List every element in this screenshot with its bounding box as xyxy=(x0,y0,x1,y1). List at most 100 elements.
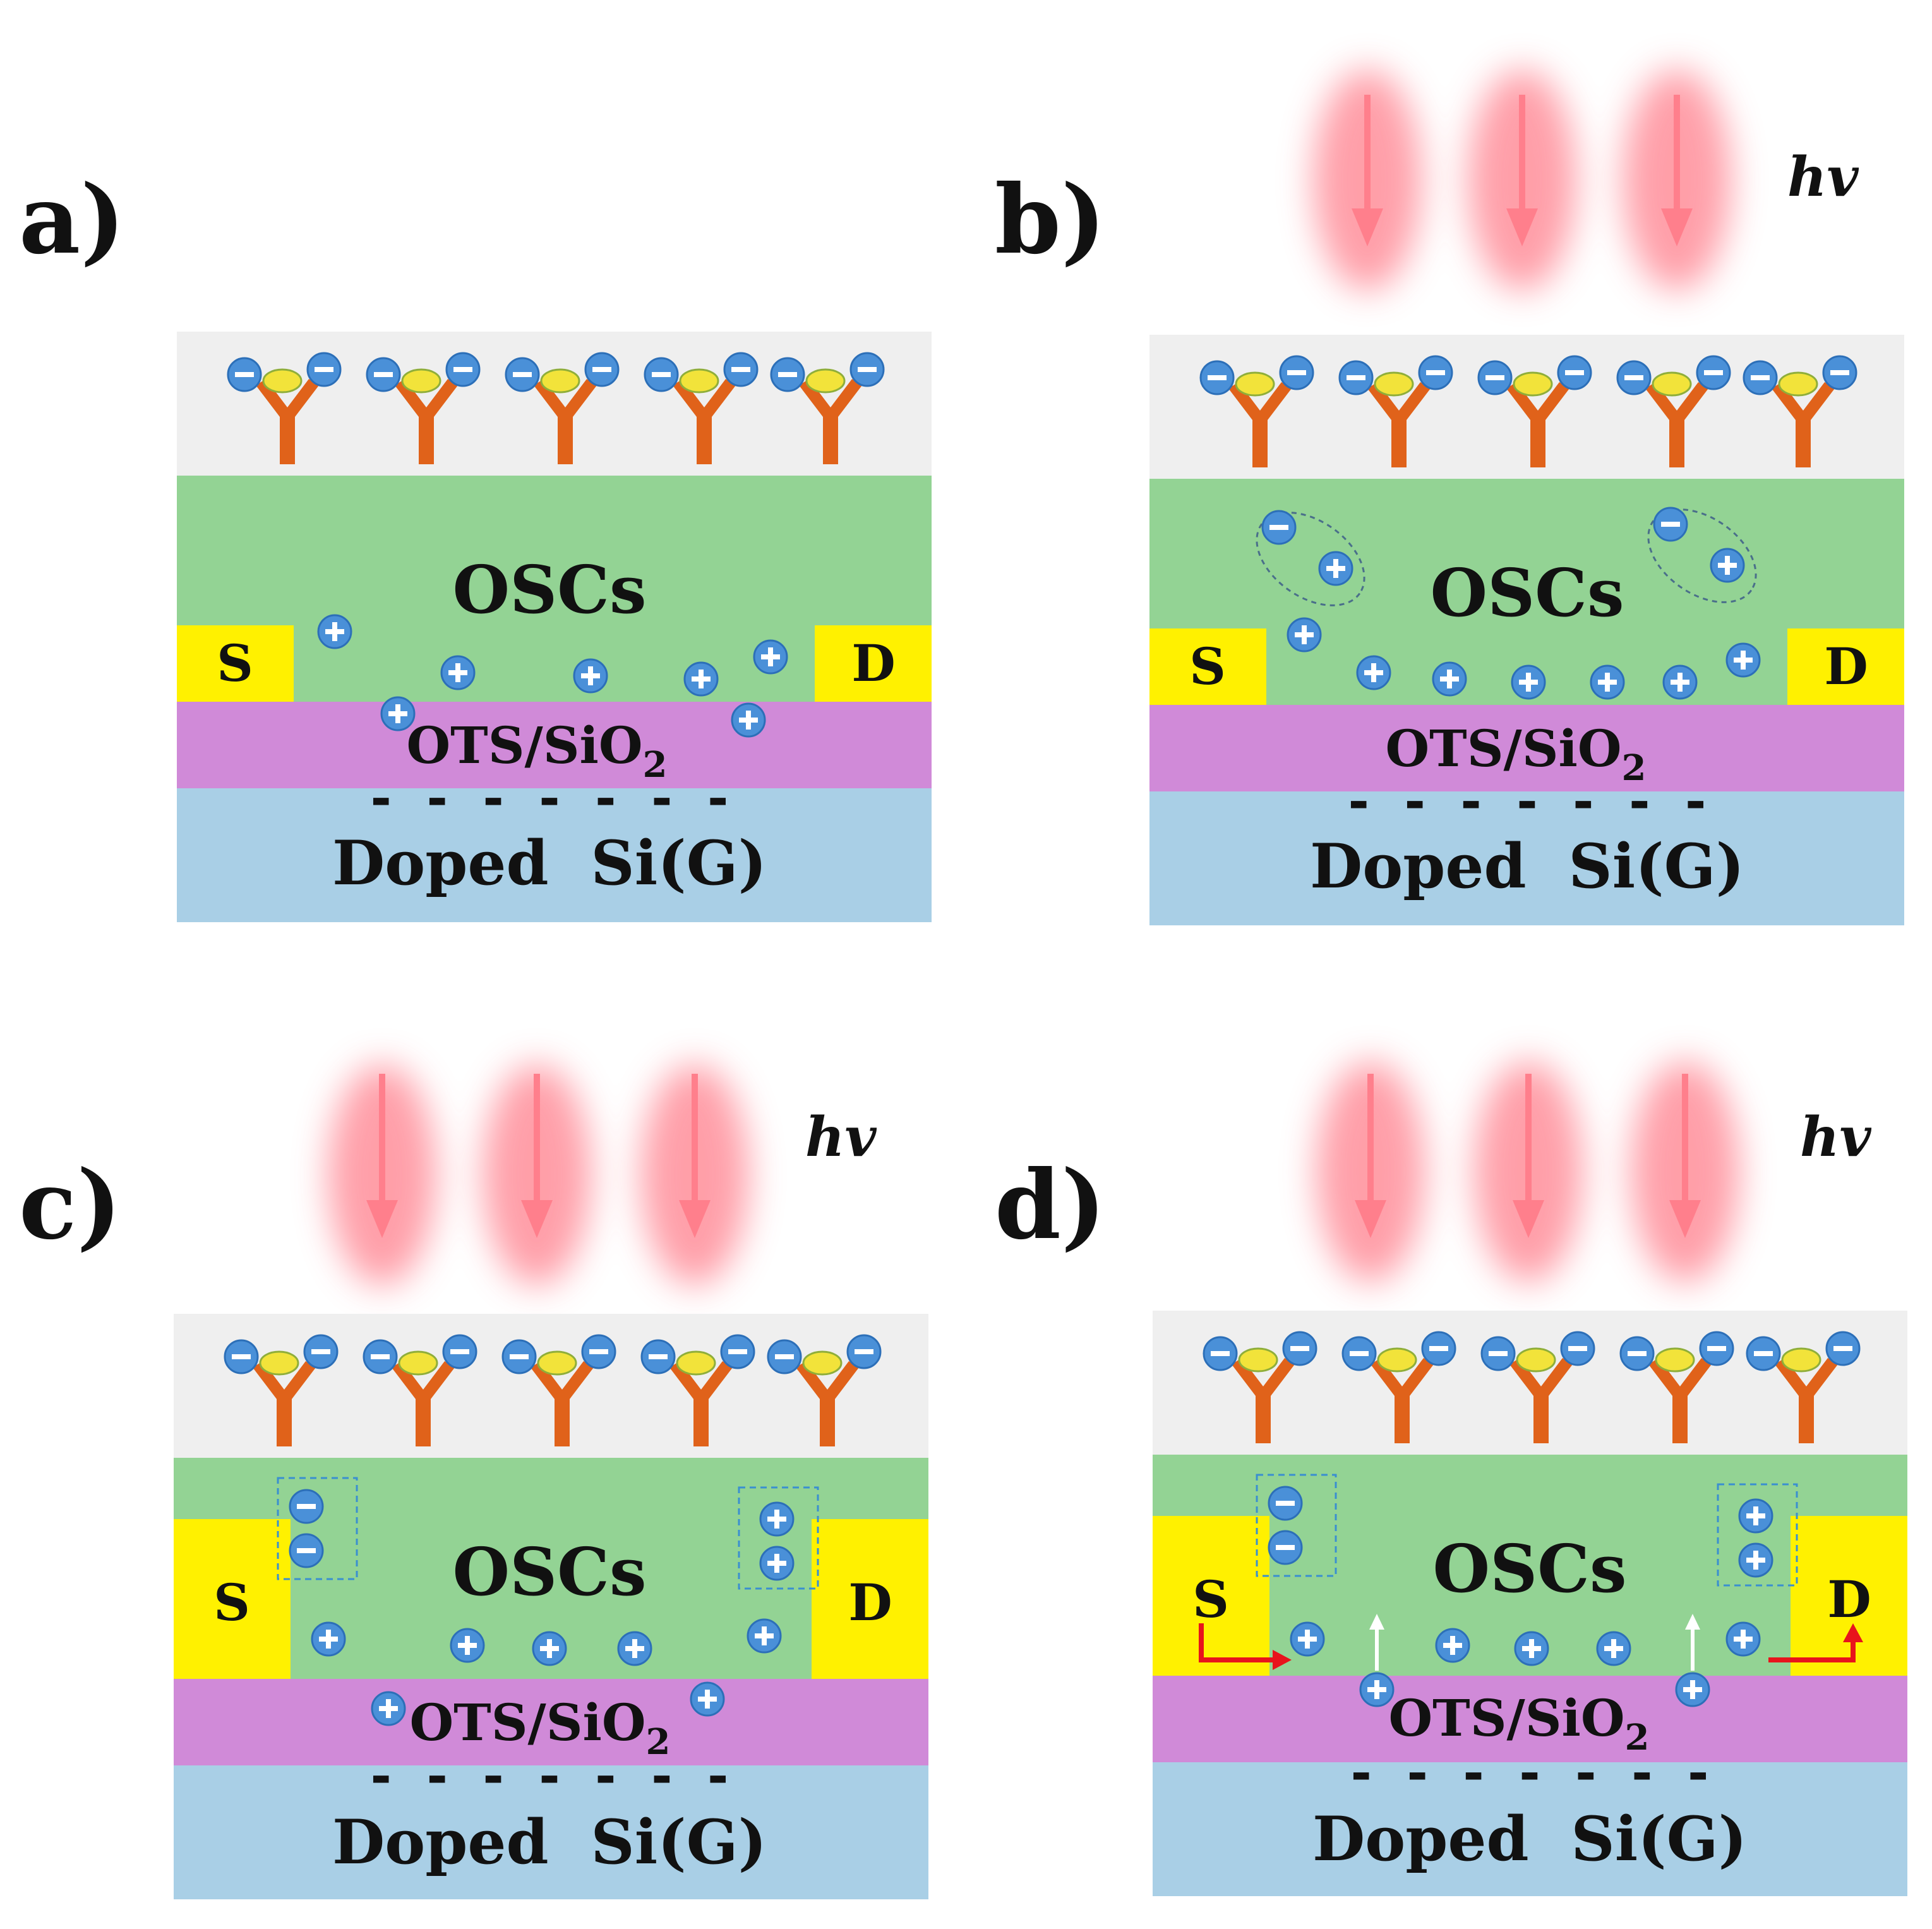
receptor-a-2-charge-right xyxy=(445,352,481,387)
receptor-b-2-charge-right xyxy=(1418,355,1453,390)
receptor-a-2-charge-left xyxy=(366,357,401,392)
light-c xyxy=(328,1064,748,1285)
receptor-c-3-charge-left xyxy=(501,1339,537,1374)
hole-c-1 xyxy=(311,1621,346,1657)
receptor-d-5 xyxy=(1775,1347,1838,1443)
ots-layer-a xyxy=(177,702,932,788)
gate-label-c: Doped Si(G) xyxy=(332,1806,767,1878)
drain-label-a: D xyxy=(851,634,895,693)
receptor-d-3-charge-right xyxy=(1560,1331,1595,1366)
drain-label-d: D xyxy=(1827,1570,1871,1629)
receptor-b-4-charge-left xyxy=(1616,360,1652,395)
receptor-a-5 xyxy=(799,368,862,464)
trapped-electron-d-1 xyxy=(1268,1486,1303,1521)
exciton-b-1-electron xyxy=(1261,510,1297,545)
hole-c-7 xyxy=(690,1681,725,1717)
receptor-d-4 xyxy=(1648,1347,1712,1443)
light-arrow-b-2 xyxy=(1506,95,1538,246)
trapped-hole-c-2 xyxy=(759,1546,795,1581)
receptor-d-1-charge-left xyxy=(1203,1336,1238,1371)
hole-d-4 xyxy=(1596,1631,1631,1666)
gate-charge-row-d: - - - - - - - xyxy=(1351,1744,1709,1803)
panel-c: c) hv OSCs S D OTS/SiO2 - - - - - - - xyxy=(19,1064,928,1899)
receptor-a-1-charge-left xyxy=(227,357,262,392)
receptor-c-2-charge-right xyxy=(442,1334,477,1369)
hole-a-3 xyxy=(573,658,608,694)
receptor-a-3-charge-right xyxy=(584,352,620,387)
light-arrow-d-1 xyxy=(1355,1074,1386,1238)
receptor-a-1 xyxy=(256,368,319,464)
hole-c-2 xyxy=(450,1628,485,1663)
receptor-b-4 xyxy=(1645,371,1708,467)
source-label-a: S xyxy=(217,634,253,693)
drain-electrode-b xyxy=(1787,628,1904,705)
hole-a-1 xyxy=(317,614,352,649)
hv-label-b: hv xyxy=(1787,145,1859,209)
trapped-electron-d-2 xyxy=(1268,1530,1303,1565)
drain-electrode-c xyxy=(812,1519,928,1679)
hole-c-5 xyxy=(747,1618,782,1654)
receptor-b-3 xyxy=(1506,371,1569,467)
receptor-b-5-charge-right xyxy=(1822,355,1857,390)
exciton-b-2-hole xyxy=(1710,548,1745,583)
ots-label-a: OTS/SiO2 xyxy=(406,716,667,786)
hole-b-2 xyxy=(1356,655,1391,690)
source-label-d: S xyxy=(1192,1570,1229,1629)
trapped-electron-c-2 xyxy=(289,1533,324,1568)
hv-label-c: hv xyxy=(805,1105,877,1169)
light-arrow-d-2 xyxy=(1513,1074,1544,1238)
source-electrode-d xyxy=(1153,1516,1269,1676)
device-stack-a: OSCs S D OTS/SiO2 - - - - - - - Doped Si… xyxy=(177,332,932,922)
source-electrode-a xyxy=(177,625,294,702)
receptor-d-4-charge-right xyxy=(1699,1331,1734,1366)
gate-charge-row-c: - - - - - - - xyxy=(371,1747,729,1806)
light-b xyxy=(1314,69,1731,291)
trapped-hole-d-2 xyxy=(1738,1542,1773,1578)
ots-label-b: OTS/SiO2 xyxy=(1385,719,1646,789)
hole-b-5 xyxy=(1590,664,1625,700)
gate-layer-a xyxy=(177,788,932,922)
gate-label-a: Doped Si(G) xyxy=(332,827,767,899)
light-arrow-c-2 xyxy=(521,1074,553,1238)
hole-d-2 xyxy=(1435,1628,1470,1663)
transport-arrow-source-d xyxy=(1199,1623,1292,1670)
receptor-b-5 xyxy=(1772,371,1835,467)
receptor-d-1-charge-right xyxy=(1282,1331,1317,1366)
receptor-c-4-charge-left xyxy=(640,1339,676,1374)
panel-label-c: c) xyxy=(19,1150,121,1261)
hole-c-3 xyxy=(532,1631,567,1666)
trapped-charge-boxes-d xyxy=(1256,1474,1798,1587)
hole-a-2 xyxy=(440,655,476,690)
receptor-c-5-charge-left xyxy=(767,1339,802,1374)
drain-electrode-a xyxy=(815,625,932,702)
hv-label-d: hv xyxy=(1800,1105,1872,1169)
receptor-d-1 xyxy=(1232,1347,1295,1443)
osc-layer-a xyxy=(177,476,932,702)
source-label-b: S xyxy=(1189,637,1226,696)
hole-c-4 xyxy=(617,1631,652,1666)
hole-b-7 xyxy=(1725,642,1761,678)
hole-d-1 xyxy=(1290,1621,1325,1657)
hole-a-4 xyxy=(683,661,719,697)
receptor-a-4-charge-right xyxy=(723,352,759,387)
hole-b-1 xyxy=(1287,617,1322,652)
receptor-d-5-charge-left xyxy=(1746,1336,1781,1371)
drain-label-c: D xyxy=(848,1573,892,1632)
light-arrow-b-3 xyxy=(1661,95,1693,246)
ots-layer-d xyxy=(1153,1676,1907,1762)
transport-arrows-d xyxy=(1199,1623,1863,1670)
receptor-d-3-charge-left xyxy=(1480,1336,1516,1371)
osc-label-d: OSCs xyxy=(1432,1530,1626,1607)
hole-d-7 xyxy=(1675,1672,1710,1707)
ots-layer-c xyxy=(174,1679,928,1765)
osc-label-a: OSCs xyxy=(452,551,646,628)
receptor-b-1-charge-right xyxy=(1279,355,1314,390)
ots-label-c: OTS/SiO2 xyxy=(409,1693,670,1763)
source-label-c: S xyxy=(213,1573,250,1632)
panel-b: b) hv OSCs S D OTS/SiO2 - - - - - - - xyxy=(995,69,1904,925)
ots-layer-b xyxy=(1149,705,1904,791)
hole-d-3 xyxy=(1514,1631,1549,1666)
lift-arrow-d-1 xyxy=(1369,1614,1384,1671)
lift-arrow-d-2 xyxy=(1685,1614,1700,1671)
